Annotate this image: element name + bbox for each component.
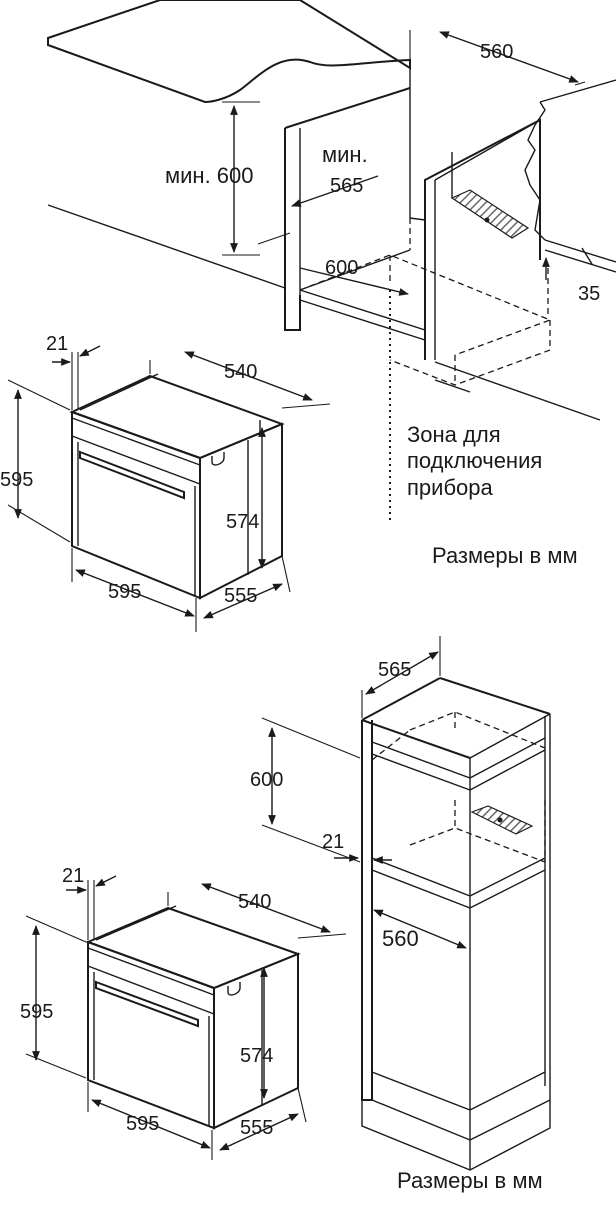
dim-line-600-width <box>299 267 409 296</box>
dim-560-bottom: 560 <box>382 926 419 951</box>
dim-line-595-width-oven1 <box>75 569 195 617</box>
oven-1-top <box>69 374 285 460</box>
zone-label-line3: прибора <box>407 475 494 500</box>
dim-line-595-width-oven2 <box>91 1099 211 1149</box>
niche-right-panel <box>424 118 541 360</box>
dim-min-600: мин. 600 <box>165 163 254 188</box>
dim-565-top: 565 <box>330 175 363 197</box>
oven-2-side <box>213 952 299 1130</box>
zone-label-line2: подключения <box>407 448 542 473</box>
zone-label-line1: Зона для <box>407 422 501 447</box>
dim-line-555-oven2 <box>219 1113 299 1151</box>
dim-line-555-oven1 <box>203 583 283 619</box>
dim-565-bottom: 565 <box>378 659 411 681</box>
dim-595-width-oven1: 595 <box>108 581 141 603</box>
oven-1-front <box>71 410 201 600</box>
dim-555-oven2: 555 <box>240 1117 273 1139</box>
dim-line-565-bottom <box>365 651 439 695</box>
dim-600-bottom: 600 <box>250 769 283 791</box>
dim-574-oven2: 574 <box>240 1045 273 1067</box>
dim-min-label: мин. <box>322 142 368 167</box>
dim-line-560-top <box>439 31 579 83</box>
niche-left-panel <box>284 128 301 331</box>
dim-line-540-oven1 <box>184 351 313 401</box>
units-label-bottom: Размеры в мм <box>397 1168 543 1193</box>
dim-line-565 <box>291 175 379 207</box>
dim-595-height-oven2: 595 <box>20 1001 53 1023</box>
dim-21-bottom: 21 <box>322 831 344 853</box>
oven-1-handle <box>79 450 185 500</box>
dim-560-top: 560 <box>480 41 513 63</box>
dim-574-oven1: 574 <box>226 511 259 533</box>
oven-1: 21 540 595 574 595 555 <box>0 333 331 632</box>
dim-540-oven1: 540 <box>224 361 257 383</box>
countertop <box>47 0 411 104</box>
dim-21-oven2: 21 <box>62 865 84 887</box>
units-label-top: Размеры в мм <box>432 543 578 568</box>
dim-line-560-bottom <box>373 909 467 949</box>
oven-2-front <box>87 940 215 1130</box>
oven-2: 21 540 595 574 595 555 <box>20 865 347 1160</box>
oven-2-top <box>85 906 301 990</box>
oven-2-handle <box>95 980 199 1028</box>
under-counter-niche: 560 мин. 600 мин. 565 600 35 Зона для по… <box>47 0 616 568</box>
dim-540-oven2: 540 <box>238 891 271 913</box>
dim-line-540-oven2 <box>201 883 331 933</box>
dim-595-width-oven2: 595 <box>126 1113 159 1135</box>
cabinet-front-left <box>361 720 373 1101</box>
dim-600-width: 600 <box>325 257 358 279</box>
connection-zone-hatch <box>450 189 530 239</box>
dim-line-21-oven1 <box>79 345 101 357</box>
tall-cabinet: 565 600 21 560 Размеры в мм <box>250 636 551 1193</box>
dim-595-height-oven1: 595 <box>0 469 33 491</box>
dim-555-oven1: 555 <box>224 585 257 607</box>
dim-line-21-oven2 <box>95 875 117 887</box>
dim-21-oven1: 21 <box>46 333 68 355</box>
dim-35: 35 <box>578 283 600 305</box>
